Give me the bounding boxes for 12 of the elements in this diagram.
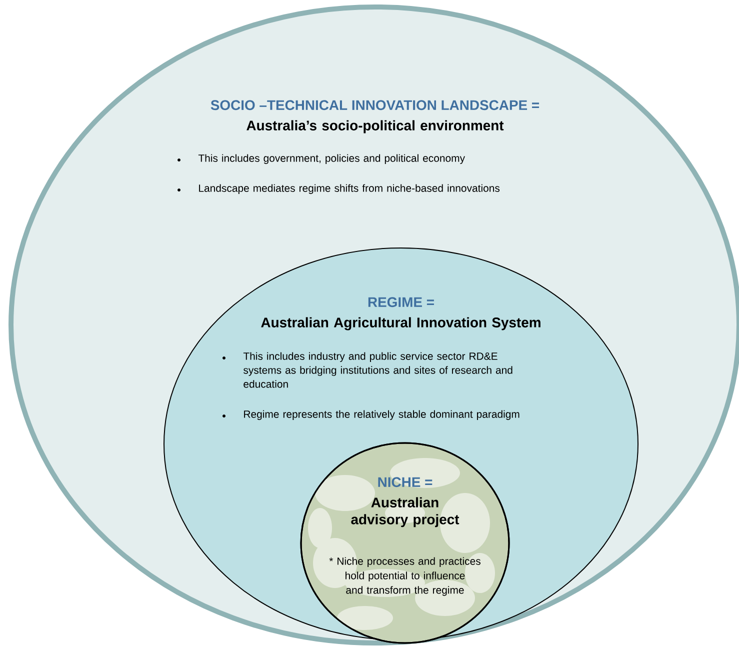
- bullet-item: This includes industry and public service sector RD&E systems as bridging institutions and sites of research and education: [222, 352, 512, 388]
- bullet-item: Landscape mediates regime shifts from niche-based innovations: [178, 184, 500, 194]
- heading: REGIME =: [368, 297, 434, 308]
- bullet-item: This includes government, policies and political economy: [178, 154, 465, 164]
- subheading: Australia’s socio-political environment: [246, 120, 504, 134]
- note-text: * Niche processes and practices hold potential to influence and transform the regime: [329, 557, 480, 596]
- heading: SOCIO –TECHNICAL INNOVATION LANDSCAPE =: [210, 100, 540, 110]
- niche-circle: [300, 442, 510, 644]
- bullet-item: Regime represents the relatively stable dominant paradigm: [222, 410, 520, 420]
- subheading: Australian advisory project: [351, 497, 460, 528]
- heading: NICHE =: [378, 477, 432, 488]
- subheading: Australian Agricultural Innovation System: [261, 317, 540, 330]
